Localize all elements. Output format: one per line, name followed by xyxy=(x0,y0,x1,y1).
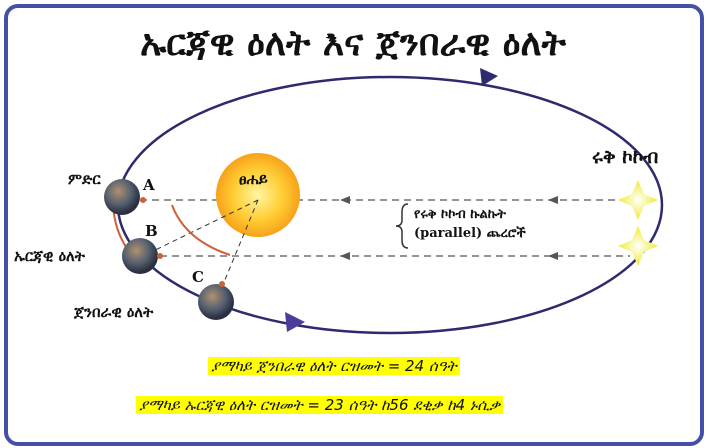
sun-to-b-line xyxy=(144,199,259,256)
earth-position-a xyxy=(104,179,140,215)
point-a-label: A xyxy=(143,176,155,194)
ray-arrow xyxy=(548,196,558,204)
distant-star-label: ሩቅ ኮኮብ xyxy=(592,146,659,168)
point-marker xyxy=(157,253,163,259)
sun-to-c-line xyxy=(221,199,259,288)
ray-arrow xyxy=(548,252,558,260)
orbit-arrow-bottom xyxy=(285,312,305,332)
orbit-arrow-top xyxy=(480,68,498,86)
sidereal-day-label: ኡርጃዊ ዕለት xyxy=(14,247,85,265)
earth-position-c xyxy=(198,284,234,320)
sidereal-day-length-note: ያማካይ ኡርጃዊ ዕለት ርዝመት = 23 ሰዓት ከ56 ደቂቃ ከ4 ኑ… xyxy=(136,396,504,414)
brace-icon xyxy=(395,203,409,249)
distant-star-upper-icon xyxy=(618,180,658,220)
point-marker xyxy=(219,281,225,287)
solar-day-length-note: ያማካይ ጀንበራዊ ዕለት ርዝመት = 24 ሰዓት xyxy=(208,357,460,375)
ray-arrow xyxy=(340,196,350,204)
solar-day-label: ጀንበራዊ ዕለት xyxy=(74,303,154,321)
point-marker xyxy=(140,197,146,203)
diagram-title: ኡርጃዊ ዕለት እና ጀንበራዊ ዕለት xyxy=(140,22,566,64)
angle-arc xyxy=(171,204,231,256)
parallel-rays-label-1: የሩቅ ኮኮብ ኩልኩት xyxy=(414,207,506,222)
distant-star-lower-icon xyxy=(618,226,658,266)
point-c-label: C xyxy=(192,268,204,286)
diagram-frame xyxy=(4,4,704,446)
ray-arrow xyxy=(340,252,350,260)
earth-position-b xyxy=(122,238,158,274)
parallel-rays-label-2: (parallel) ጨረሮች xyxy=(414,226,526,241)
sun xyxy=(216,153,300,237)
point-b-label: B xyxy=(145,222,158,240)
sun-label: ፀሐይ xyxy=(239,170,268,188)
earth-label: ምድር xyxy=(68,170,101,188)
